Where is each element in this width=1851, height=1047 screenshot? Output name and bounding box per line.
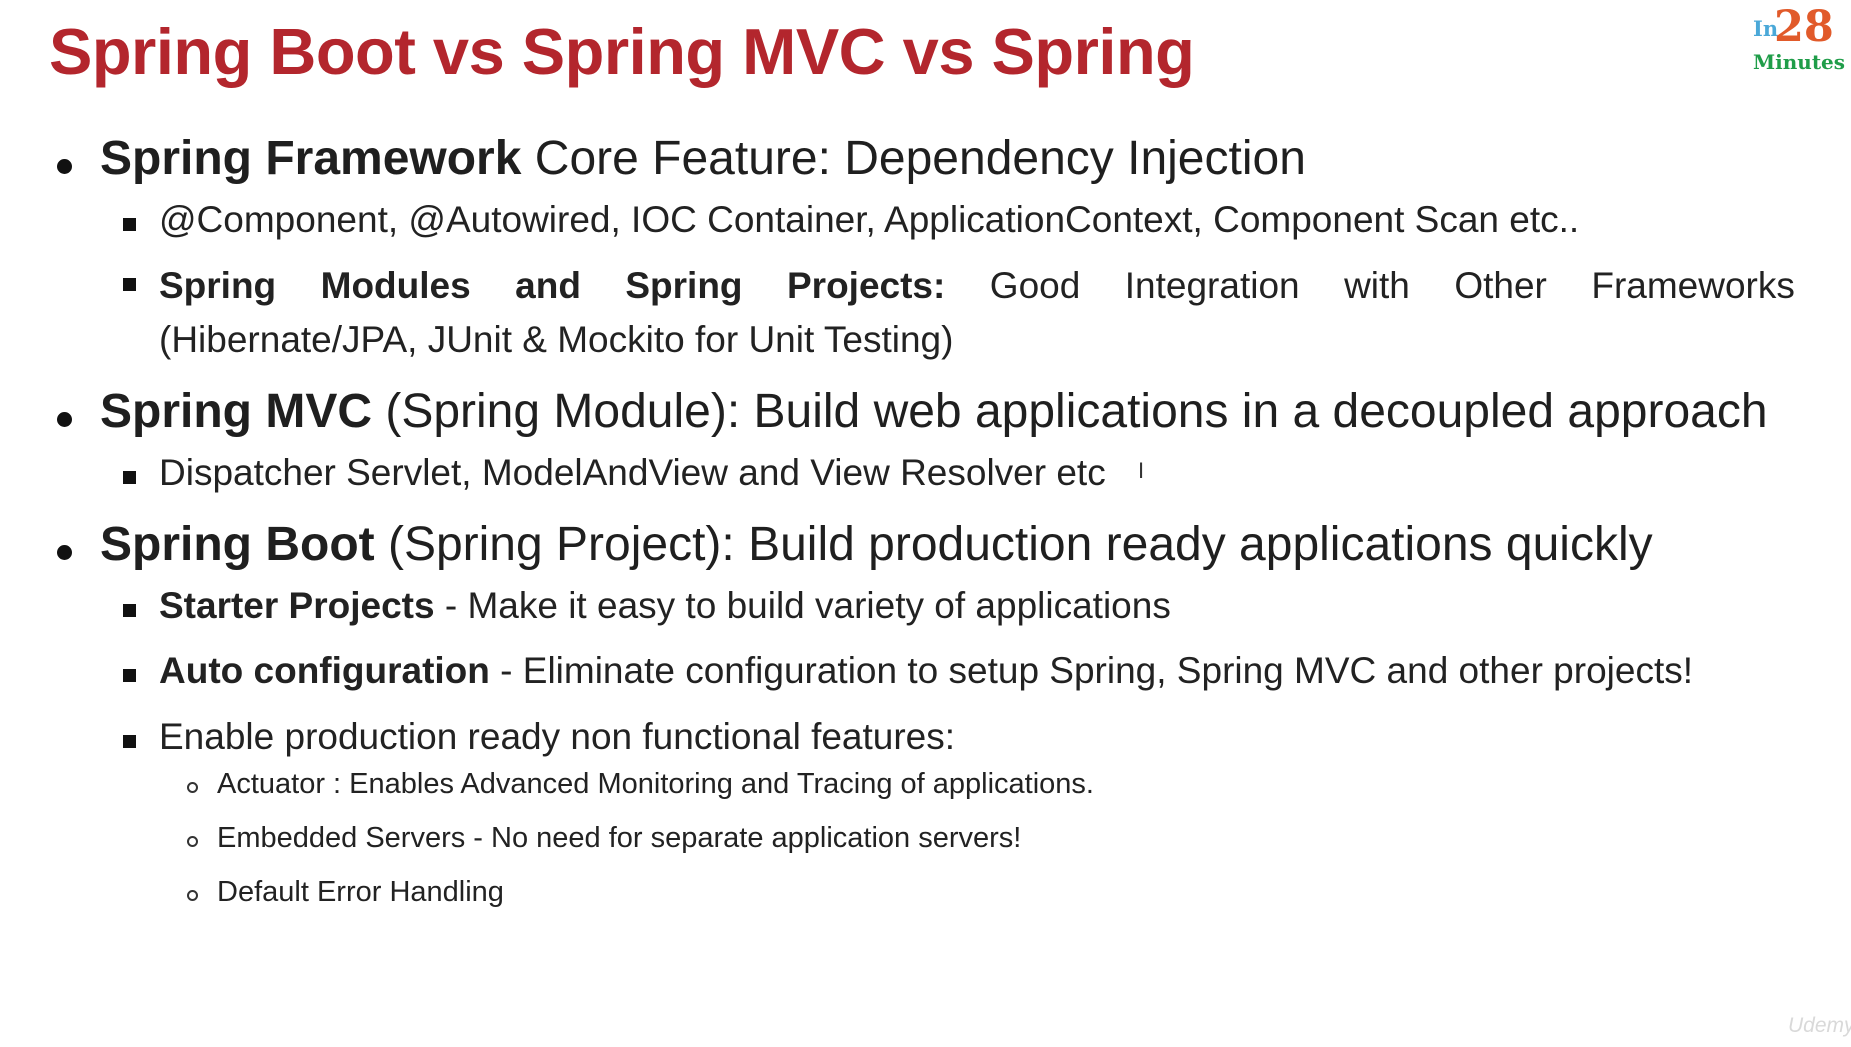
- bullet-spring-framework: Spring Framework Core Feature: Dependenc…: [57, 131, 1306, 186]
- bullet-circle-icon: [187, 836, 198, 847]
- bullet-text: Core Feature: Dependency Injection: [521, 132, 1306, 185]
- word-spring: Spring: [159, 265, 277, 306]
- bullet-square-icon: [123, 278, 136, 291]
- logo-prefix: In: [1753, 16, 1779, 41]
- word-with: with: [1344, 265, 1410, 306]
- subsubbullet-actuator: Actuator : Enables Advanced Monitoring a…: [187, 768, 1094, 801]
- justified-line: Spring Modules and Spring Projects: Good…: [159, 259, 1795, 313]
- word-frameworks: Frameworks: [1591, 265, 1795, 306]
- subbullet-text: @Component, @Autowired, IOC Container, A…: [159, 199, 1580, 240]
- in28minutes-logo: In 28 Minutes: [1747, 2, 1846, 80]
- bullet-square-icon: [123, 604, 136, 617]
- subbullet-starter-projects: Starter Projects - Make it easy to build…: [123, 585, 1171, 627]
- subbullet-core-annotations: @Component, @Autowired, IOC Container, A…: [123, 199, 1580, 241]
- subbullet-text: - Eliminate configuration to setup Sprin…: [489, 650, 1694, 691]
- logo-number: 28: [1774, 2, 1834, 52]
- subbullet-text: Dispatcher Servlet, ModelAndView and Vie…: [159, 452, 1106, 493]
- subbullet-text: Enable production ready non functional f…: [159, 716, 956, 757]
- bullet-square-icon: [123, 218, 136, 231]
- word-other: Other: [1454, 265, 1547, 306]
- word-modules: Modules: [320, 265, 471, 306]
- bullet-spring-mvc: Spring MVC (Spring Module): Build web ap…: [57, 384, 1768, 439]
- bullet-bold-text: Spring MVC: [100, 385, 372, 438]
- word-and: and: [515, 265, 581, 306]
- word-spring-2: Spring: [625, 265, 743, 306]
- subbullet-production-features: Enable production ready non functional f…: [123, 716, 956, 758]
- subsubbullet-text: Actuator : Enables Advanced Monitoring a…: [217, 768, 1094, 800]
- bullet-dot-icon: [57, 412, 72, 427]
- bullet-bold-text: Spring Framework: [100, 132, 522, 185]
- subbullet-spring-modules: Spring Modules and Spring Projects: Good…: [123, 259, 1795, 367]
- bullet-circle-icon: [187, 890, 198, 901]
- subbullet-auto-configuration: Auto configuration - Eliminate configura…: [123, 650, 1694, 692]
- bullet-text: (Spring Module): Build web applications …: [372, 385, 1768, 438]
- logo-suffix: Minutes: [1753, 50, 1846, 74]
- bullet-circle-icon: [187, 782, 198, 793]
- udemy-watermark: Udemy: [1788, 1014, 1851, 1037]
- bullet-text: (Spring Project): Build production ready…: [374, 518, 1653, 571]
- subsubbullet-default-error-handling: Default Error Handling: [187, 876, 504, 909]
- text-cursor-icon: I: [1138, 458, 1145, 483]
- word-projects: Projects:: [787, 265, 946, 306]
- bullet-square-icon: [123, 669, 136, 682]
- subsubbullet-text: Embedded Servers - No need for separate …: [217, 822, 1022, 854]
- subsubbullet-text: Default Error Handling: [217, 876, 504, 908]
- bullet-dot-icon: [57, 545, 72, 560]
- subbullet-bold-text: Starter Projects: [159, 585, 435, 626]
- bullet-dot-icon: [57, 159, 72, 174]
- bullet-bold-text: Spring Boot: [100, 518, 375, 571]
- continuation-line: (Hibernate/JPA, JUnit & Mockito for Unit…: [159, 319, 954, 360]
- subbullet-text: - Make it easy to build variety of appli…: [434, 585, 1171, 626]
- subbullet-bold-text: Auto configuration: [159, 650, 490, 691]
- bullet-spring-boot: Spring Boot (Spring Project): Build prod…: [57, 517, 1653, 572]
- slide-title: Spring Boot vs Spring MVC vs Spring: [49, 15, 1195, 88]
- bullet-square-icon: [123, 471, 136, 484]
- bullet-square-icon: [123, 735, 136, 748]
- subsubbullet-embedded-servers: Embedded Servers - No need for separate …: [187, 822, 1022, 855]
- word-integration: Integration: [1124, 265, 1300, 306]
- subbullet-dispatcher-servlet: Dispatcher Servlet, ModelAndView and Vie…: [123, 452, 1106, 494]
- word-good: Good: [989, 265, 1081, 306]
